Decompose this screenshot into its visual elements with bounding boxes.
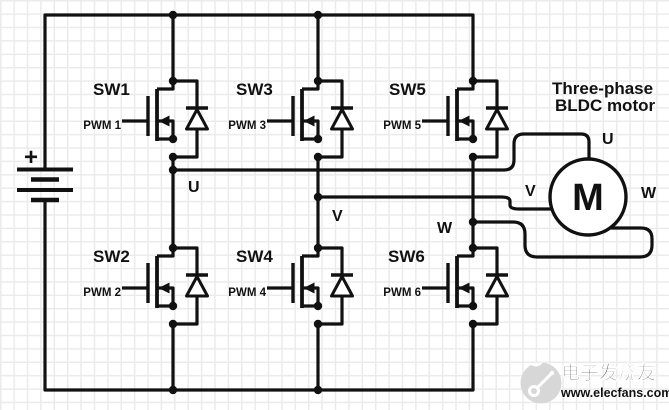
mosfet-sw5 <box>420 74 510 164</box>
logo-node-dot <box>549 370 555 376</box>
junction-dot <box>468 217 478 227</box>
motor-terminal-v-label: V <box>525 183 536 200</box>
junction-dots <box>168 10 478 395</box>
junction-dot <box>313 10 323 20</box>
mosfet-sw1 <box>120 74 210 164</box>
motor-terminal-u-label: U <box>602 131 614 148</box>
junction-dot <box>168 10 178 20</box>
junction-dot <box>168 385 178 395</box>
sw5-label: SW5 <box>389 80 426 99</box>
pwm3-label: PWM 3 <box>228 120 266 132</box>
wires <box>43 13 654 392</box>
logo-notch <box>528 362 544 367</box>
mosfet-sw3 <box>265 74 355 164</box>
sw6-label: SW6 <box>388 247 425 266</box>
negative-rail-wire <box>43 200 475 392</box>
phase-w-wire <box>473 220 654 259</box>
watermark-url: www.elecfans.com <box>560 386 669 400</box>
pwm2-label: PWM 2 <box>83 287 121 299</box>
phase-u-label: U <box>188 179 200 196</box>
phase-v-label: V <box>332 208 343 225</box>
phase-v-wire <box>318 195 553 211</box>
battery-plus-label: + <box>24 144 38 171</box>
watermark-brand: 电子发烧友 <box>561 361 656 384</box>
mosfet-sw6 <box>420 241 510 331</box>
junction-dot <box>313 385 323 395</box>
pwm4-label: PWM 4 <box>228 287 266 299</box>
motor-annotation-line1: Three-phase <box>552 79 653 98</box>
motor-terminal-w-label: W <box>641 185 657 202</box>
junction-dot <box>168 165 178 175</box>
junction-dot <box>313 192 323 202</box>
motor-symbol: M <box>548 157 628 237</box>
phase-w-label: W <box>437 220 453 237</box>
sw1-label: SW1 <box>93 80 130 99</box>
watermark: 电子发烧友 www.elecfans.com <box>520 361 669 404</box>
motor-circle <box>548 157 628 237</box>
sw4-label: SW4 <box>236 247 273 266</box>
sw2-label: SW2 <box>93 247 130 266</box>
sw3-label: SW3 <box>236 80 273 99</box>
motor-letter: M <box>572 177 604 219</box>
positive-rail-wire <box>43 13 475 169</box>
pwm6-label: PWM 6 <box>383 287 421 299</box>
pwm1-label: PWM 1 <box>83 120 121 132</box>
mosfet-sw2 <box>120 241 210 331</box>
labels: SW1 SW3 SW5 SW2 SW4 SW6 PWM 1 PWM 3 PWM … <box>83 79 657 299</box>
logo-node-ring <box>528 385 540 397</box>
elecfans-logo-icon <box>520 362 562 404</box>
mosfet-sw4 <box>265 241 355 331</box>
logo-link-line <box>535 371 554 390</box>
phase-u-wire <box>173 132 591 172</box>
motor-annotation-line2: BLDC motor <box>555 96 655 115</box>
pwm5-label: PWM 5 <box>383 120 421 132</box>
battery-icon: + <box>17 144 73 203</box>
